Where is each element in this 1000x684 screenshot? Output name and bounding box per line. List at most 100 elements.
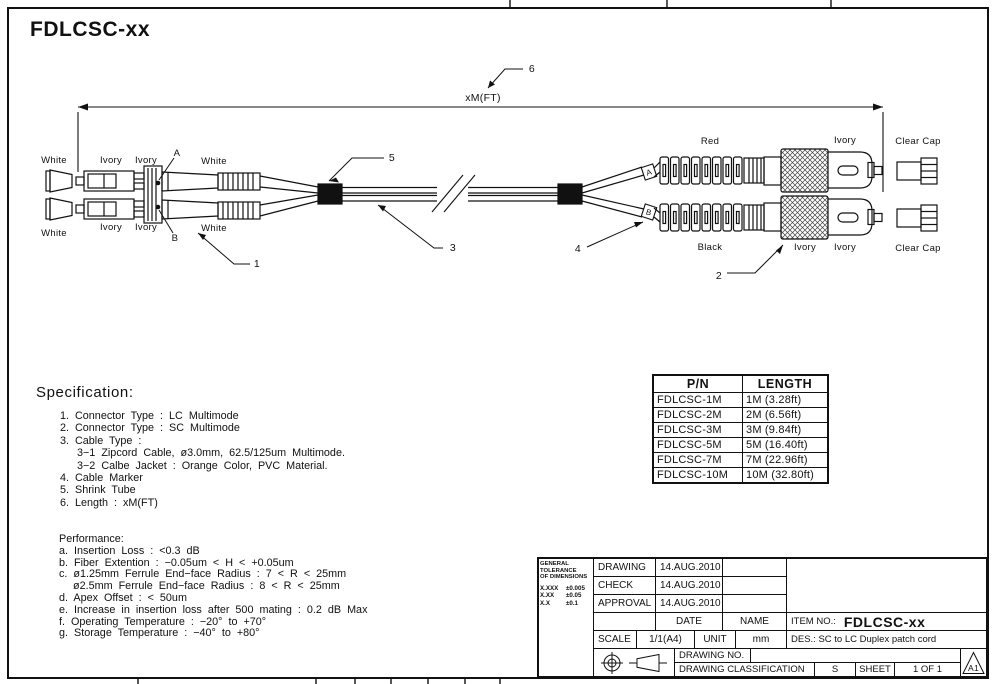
projection-symbol-icon	[601, 651, 667, 674]
item-no-value: FDLCSC-xx	[843, 613, 926, 630]
length-cell: 10M (32.80ft)	[742, 467, 829, 484]
spec-item: 2. Connector Type : SC Multimode	[60, 422, 240, 435]
label-white-cap-bottom: White	[41, 228, 67, 239]
scale-value-cell: 1/1(A4)	[636, 630, 695, 649]
cable-marker-b	[640, 203, 658, 221]
sheet-border	[7, 0, 989, 684]
drawing-no-label-cell: DRAWING NO.	[674, 648, 751, 663]
label-white-boot-bottom: White	[201, 223, 227, 234]
cable-marker-b-letter: B	[645, 207, 653, 217]
table-row: FDLCSC-10M 10M (32.80ft)	[652, 467, 829, 484]
lc-dust-cap-top	[45, 169, 73, 193]
label-clear-cap-bottom: Clear Cap	[895, 243, 940, 254]
label-ivory-bottom-2: Ivory	[135, 222, 157, 233]
check-label-cell: CHECK	[593, 576, 656, 595]
dimension-label: xM(FT)	[465, 92, 501, 104]
sc-boot-bottom	[653, 202, 782, 232]
approval-label-cell: APPROVAL	[593, 594, 656, 613]
callout-3: 3	[450, 242, 456, 254]
cable	[317, 166, 645, 218]
break-symbol	[431, 174, 476, 213]
spec-item: 3−2 Calbe Jacket : Orange Color, PVC Mat…	[77, 459, 328, 472]
classification-label-cell: DRAWING CLASSIFICATION	[674, 662, 815, 677]
lc-boot-top	[161, 171, 261, 192]
performance-item: c. ø1.25mm Ferrule End−face Radius : 7 <…	[59, 568, 347, 581]
label-ivory-top-1: Ivory	[100, 155, 122, 166]
sc-body-bottom	[827, 198, 883, 236]
spec-item: 6. Length : xM(FT)	[60, 496, 158, 509]
specification-heading: Specification:	[36, 384, 134, 401]
unit-value-cell: mm	[735, 630, 787, 649]
performance-item: b. Fiber Extention : −0.05um < H < +0.05…	[59, 556, 294, 569]
pn-cell: FDLCSC-1M	[652, 392, 743, 408]
sc-knurl-housing-top	[780, 148, 829, 193]
length-cell: 1M (3.28ft)	[742, 392, 829, 408]
date-header-cell: DATE	[655, 612, 723, 631]
empty-cell	[593, 612, 656, 631]
callout-6: 6	[529, 63, 535, 75]
table-row: FDLCSC-5M 5M (16.40ft)	[652, 437, 829, 453]
length-cell: 5M (16.40ft)	[742, 437, 829, 453]
callout-leaders	[158, 68, 784, 274]
cable-marker-a-letter: A	[645, 167, 653, 177]
clear-cap-top	[896, 157, 938, 185]
sc-boot-top	[653, 156, 782, 186]
performance-block: Performance: a. Insertion Loss : <0.3 dB…	[59, 533, 367, 640]
length-dimension	[77, 103, 884, 192]
label-ivory-top-2: Ivory	[135, 155, 157, 166]
performance-heading: Performance:	[59, 533, 124, 545]
tolerance-heading: GENERAL	[540, 561, 569, 567]
pn-cell: FDLCSC-7M	[652, 452, 743, 468]
company-logo-cell	[786, 558, 987, 613]
label-white-boot-top: White	[201, 156, 227, 167]
performance-item: d. Apex Offset : < 50um	[59, 591, 187, 604]
pn-cell: FDLCSC-5M	[652, 437, 743, 453]
label-red: Red	[701, 136, 719, 147]
classification-value-cell: S	[814, 662, 856, 677]
label-marker-b: B	[172, 233, 179, 244]
spec-item: 3−1 Zipcord Cable, ø3.0mm, 62.5/125um Mu…	[77, 447, 345, 460]
label-marker-a: A	[174, 148, 181, 159]
scale-label-cell: SCALE	[593, 630, 637, 649]
label-ivory-sc-bottom-2: Ivory	[834, 242, 856, 253]
tolerance-row: X.X±0.1	[540, 599, 578, 607]
callout-4: 4	[575, 243, 581, 255]
length-column-header: LENGTH	[742, 374, 829, 393]
label-ivory-sc-top: Ivory	[834, 135, 856, 146]
lc-plug-bottom	[75, 198, 145, 220]
pn-column-header: P/N	[652, 374, 743, 393]
callout-5: 5	[389, 152, 395, 164]
performance-item: a. Insertion Loss : <0.3 dB	[59, 544, 200, 557]
pn-cell: FDLCSC-2M	[652, 407, 743, 423]
lc-boot-bottom	[161, 199, 261, 220]
performance-item: ø2.5mm Ferrule End−face Radius : 8 < R <…	[73, 580, 340, 593]
pn-cell: FDLCSC-10M	[652, 467, 743, 484]
table-header-row: P/N LENGTH	[652, 374, 829, 393]
spec-item: 5. Shrink Tube	[60, 484, 136, 497]
drawing-no-value-cell	[750, 648, 961, 663]
length-cell: 2M (6.56ft)	[742, 407, 829, 423]
callout-2: 2	[716, 270, 722, 282]
title-block: GENERAL TOLERANCE OF DIMENSIONS X.XXX±0.…	[537, 557, 988, 678]
approval-name-cell	[722, 594, 787, 613]
check-date-cell: 14.AUG.2010	[655, 576, 723, 595]
sheet-size-cell: A1	[960, 648, 987, 677]
projection-symbol-cell	[593, 648, 675, 677]
cable-marker-a	[640, 163, 658, 181]
clear-cap-bottom	[896, 204, 938, 232]
callout-1: 1	[254, 258, 260, 270]
spec-item: 1. Connector Type : LC Multimode	[60, 410, 239, 422]
label-black: Black	[698, 242, 723, 253]
part-number-table: P/N LENGTH FDLCSC-1M 1M (3.28ft) FDLCSC-…	[652, 374, 829, 484]
drawing-label-cell: DRAWING	[593, 558, 656, 577]
sc-connector	[653, 148, 938, 240]
tolerance-cell: GENERAL TOLERANCE OF DIMENSIONS X.XXX±0.…	[538, 558, 594, 677]
table-row: FDLCSC-7M 7M (22.96ft)	[652, 452, 829, 468]
approval-date-cell: 14.AUG.2010	[655, 594, 723, 613]
shrink-tube-left	[317, 183, 343, 205]
spec-item: 3. Cable Type :	[60, 434, 142, 447]
page-title: FDLCSC-xx	[30, 18, 151, 41]
performance-item: f. Operating Temperature : −20° to +70°	[59, 615, 267, 628]
lc-connector	[45, 165, 319, 224]
